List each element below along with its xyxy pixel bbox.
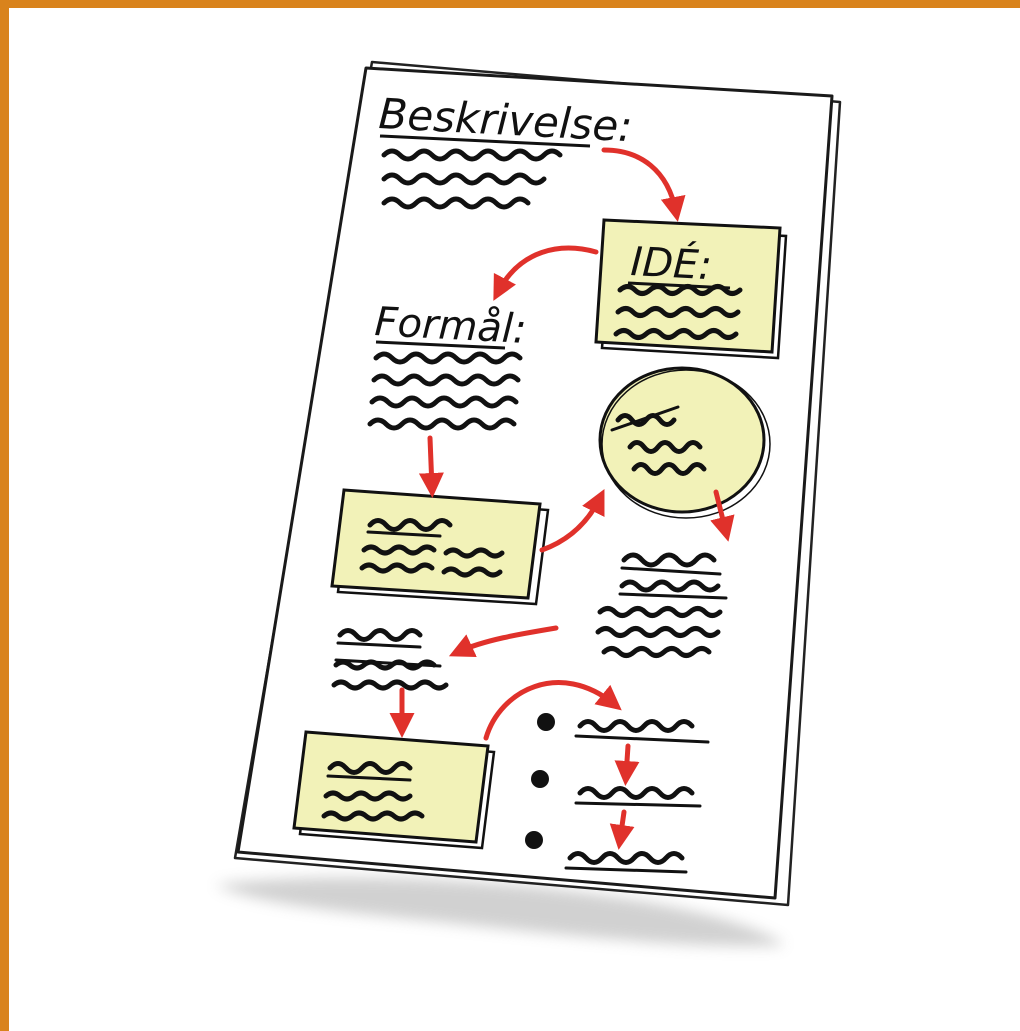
heading-underline — [375, 340, 506, 350]
bullet-dot — [525, 831, 543, 849]
flow-arrow — [601, 147, 686, 222]
flow-arrow — [710, 489, 735, 542]
bullet-list — [525, 713, 710, 874]
heading-underline — [379, 134, 591, 148]
frame-top-border — [0, 0, 1020, 8]
scribble-text-lower-left — [331, 628, 449, 691]
flow-arrows — [389, 147, 735, 850]
circle-callout — [598, 366, 771, 519]
bullet-dot — [531, 770, 549, 788]
bullet-dot — [537, 713, 555, 731]
idea-box: IDÉ: — [594, 218, 788, 360]
frame-left-border — [0, 0, 9, 1031]
flow-arrow — [483, 680, 622, 741]
flow-arrow — [609, 809, 635, 850]
flow-arrow — [493, 245, 599, 301]
lower-box — [292, 730, 496, 850]
middle-box — [330, 488, 550, 606]
sheet-shadow — [215, 877, 785, 946]
heading-idea: IDÉ: — [629, 237, 713, 289]
flow-arrow — [418, 435, 444, 498]
scribble-text-description — [381, 148, 563, 210]
scribble-text-idea — [613, 284, 743, 340]
flow-arrow — [539, 489, 605, 553]
scribble-text-right — [595, 552, 728, 658]
scribble-text-purpose — [367, 351, 523, 431]
flow-arrow — [448, 625, 559, 658]
flow-arrow — [614, 743, 640, 786]
